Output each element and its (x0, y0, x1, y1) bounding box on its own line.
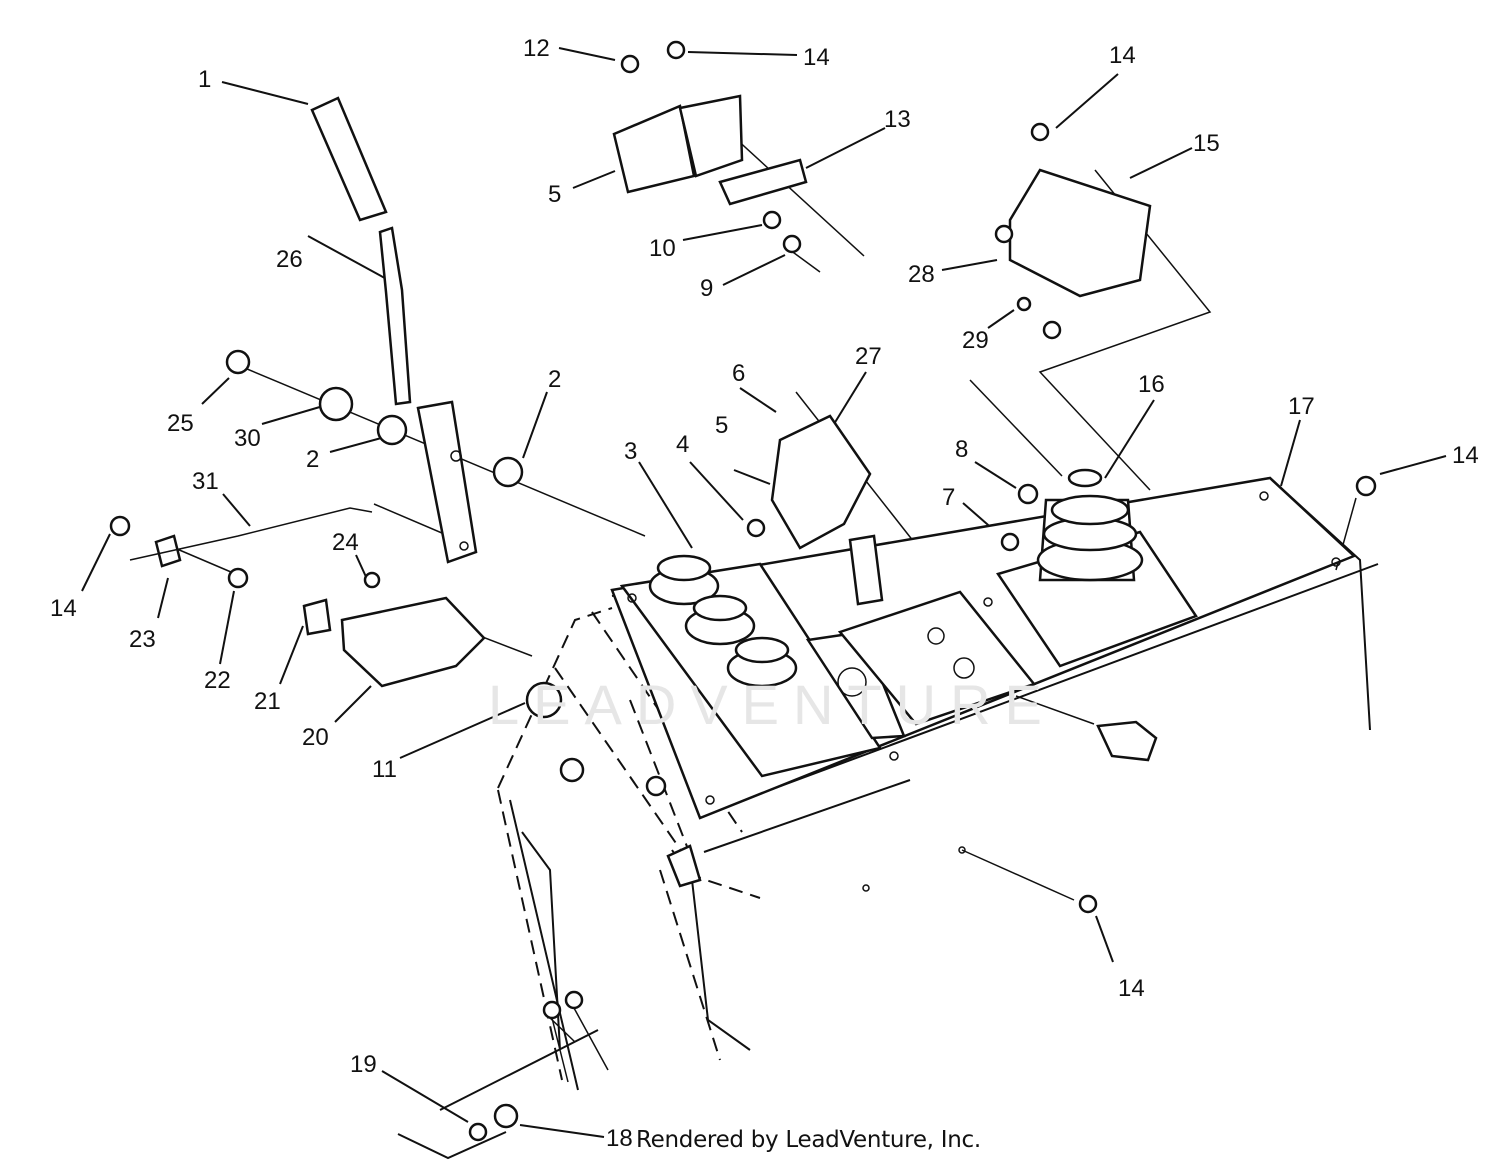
callout-17: 17 (1288, 393, 1315, 420)
callout-4: 4 (676, 431, 690, 458)
callout-18: 18 (606, 1125, 633, 1152)
callout-21: 21 (254, 688, 281, 715)
callout-20: 20 (302, 724, 329, 751)
callout-7: 7 (942, 484, 956, 511)
callout-5: 5 (548, 181, 562, 208)
callout-15: 15 (1193, 130, 1220, 157)
watermark: LEADVENTURE (488, 673, 1056, 736)
callout-19: 19 (350, 1051, 377, 1078)
callout-14: 14 (803, 44, 830, 71)
callout-14: 14 (1109, 42, 1136, 69)
callout-31: 31 (192, 468, 219, 495)
callout-13: 13 (884, 106, 911, 133)
callout-23: 23 (129, 626, 156, 653)
callout-11: 11 (372, 756, 397, 783)
render-credit: Rendered by LeadVenture, Inc. (636, 1127, 981, 1153)
callout-14: 14 (1118, 975, 1145, 1002)
callout-27: 27 (855, 343, 882, 370)
shift-boots (648, 468, 1144, 688)
callout-24: 24 (332, 529, 359, 556)
callout-16: 16 (1138, 371, 1165, 398)
callout-22: 22 (204, 667, 231, 694)
callout-2: 2 (306, 446, 320, 473)
callout-1: 1 (198, 66, 212, 93)
hardware (109, 40, 1377, 1142)
callout-29: 29 (962, 327, 989, 354)
shift-lever (310, 96, 478, 564)
callout-8: 8 (955, 436, 969, 463)
callout-14: 14 (50, 595, 77, 622)
callout-2: 2 (548, 366, 562, 393)
callout-30: 30 (234, 425, 261, 452)
callout-28: 28 (908, 261, 935, 288)
callout-9: 9 (700, 275, 714, 302)
callout-25: 25 (167, 410, 194, 437)
callout-3: 3 (624, 438, 638, 465)
callout-26: 26 (276, 246, 303, 273)
callout-12: 12 (523, 35, 550, 62)
callout-6: 6 (732, 360, 746, 387)
callout-14: 14 (1452, 442, 1479, 469)
callout-10: 10 (649, 235, 676, 262)
callout-5: 5 (715, 412, 729, 439)
